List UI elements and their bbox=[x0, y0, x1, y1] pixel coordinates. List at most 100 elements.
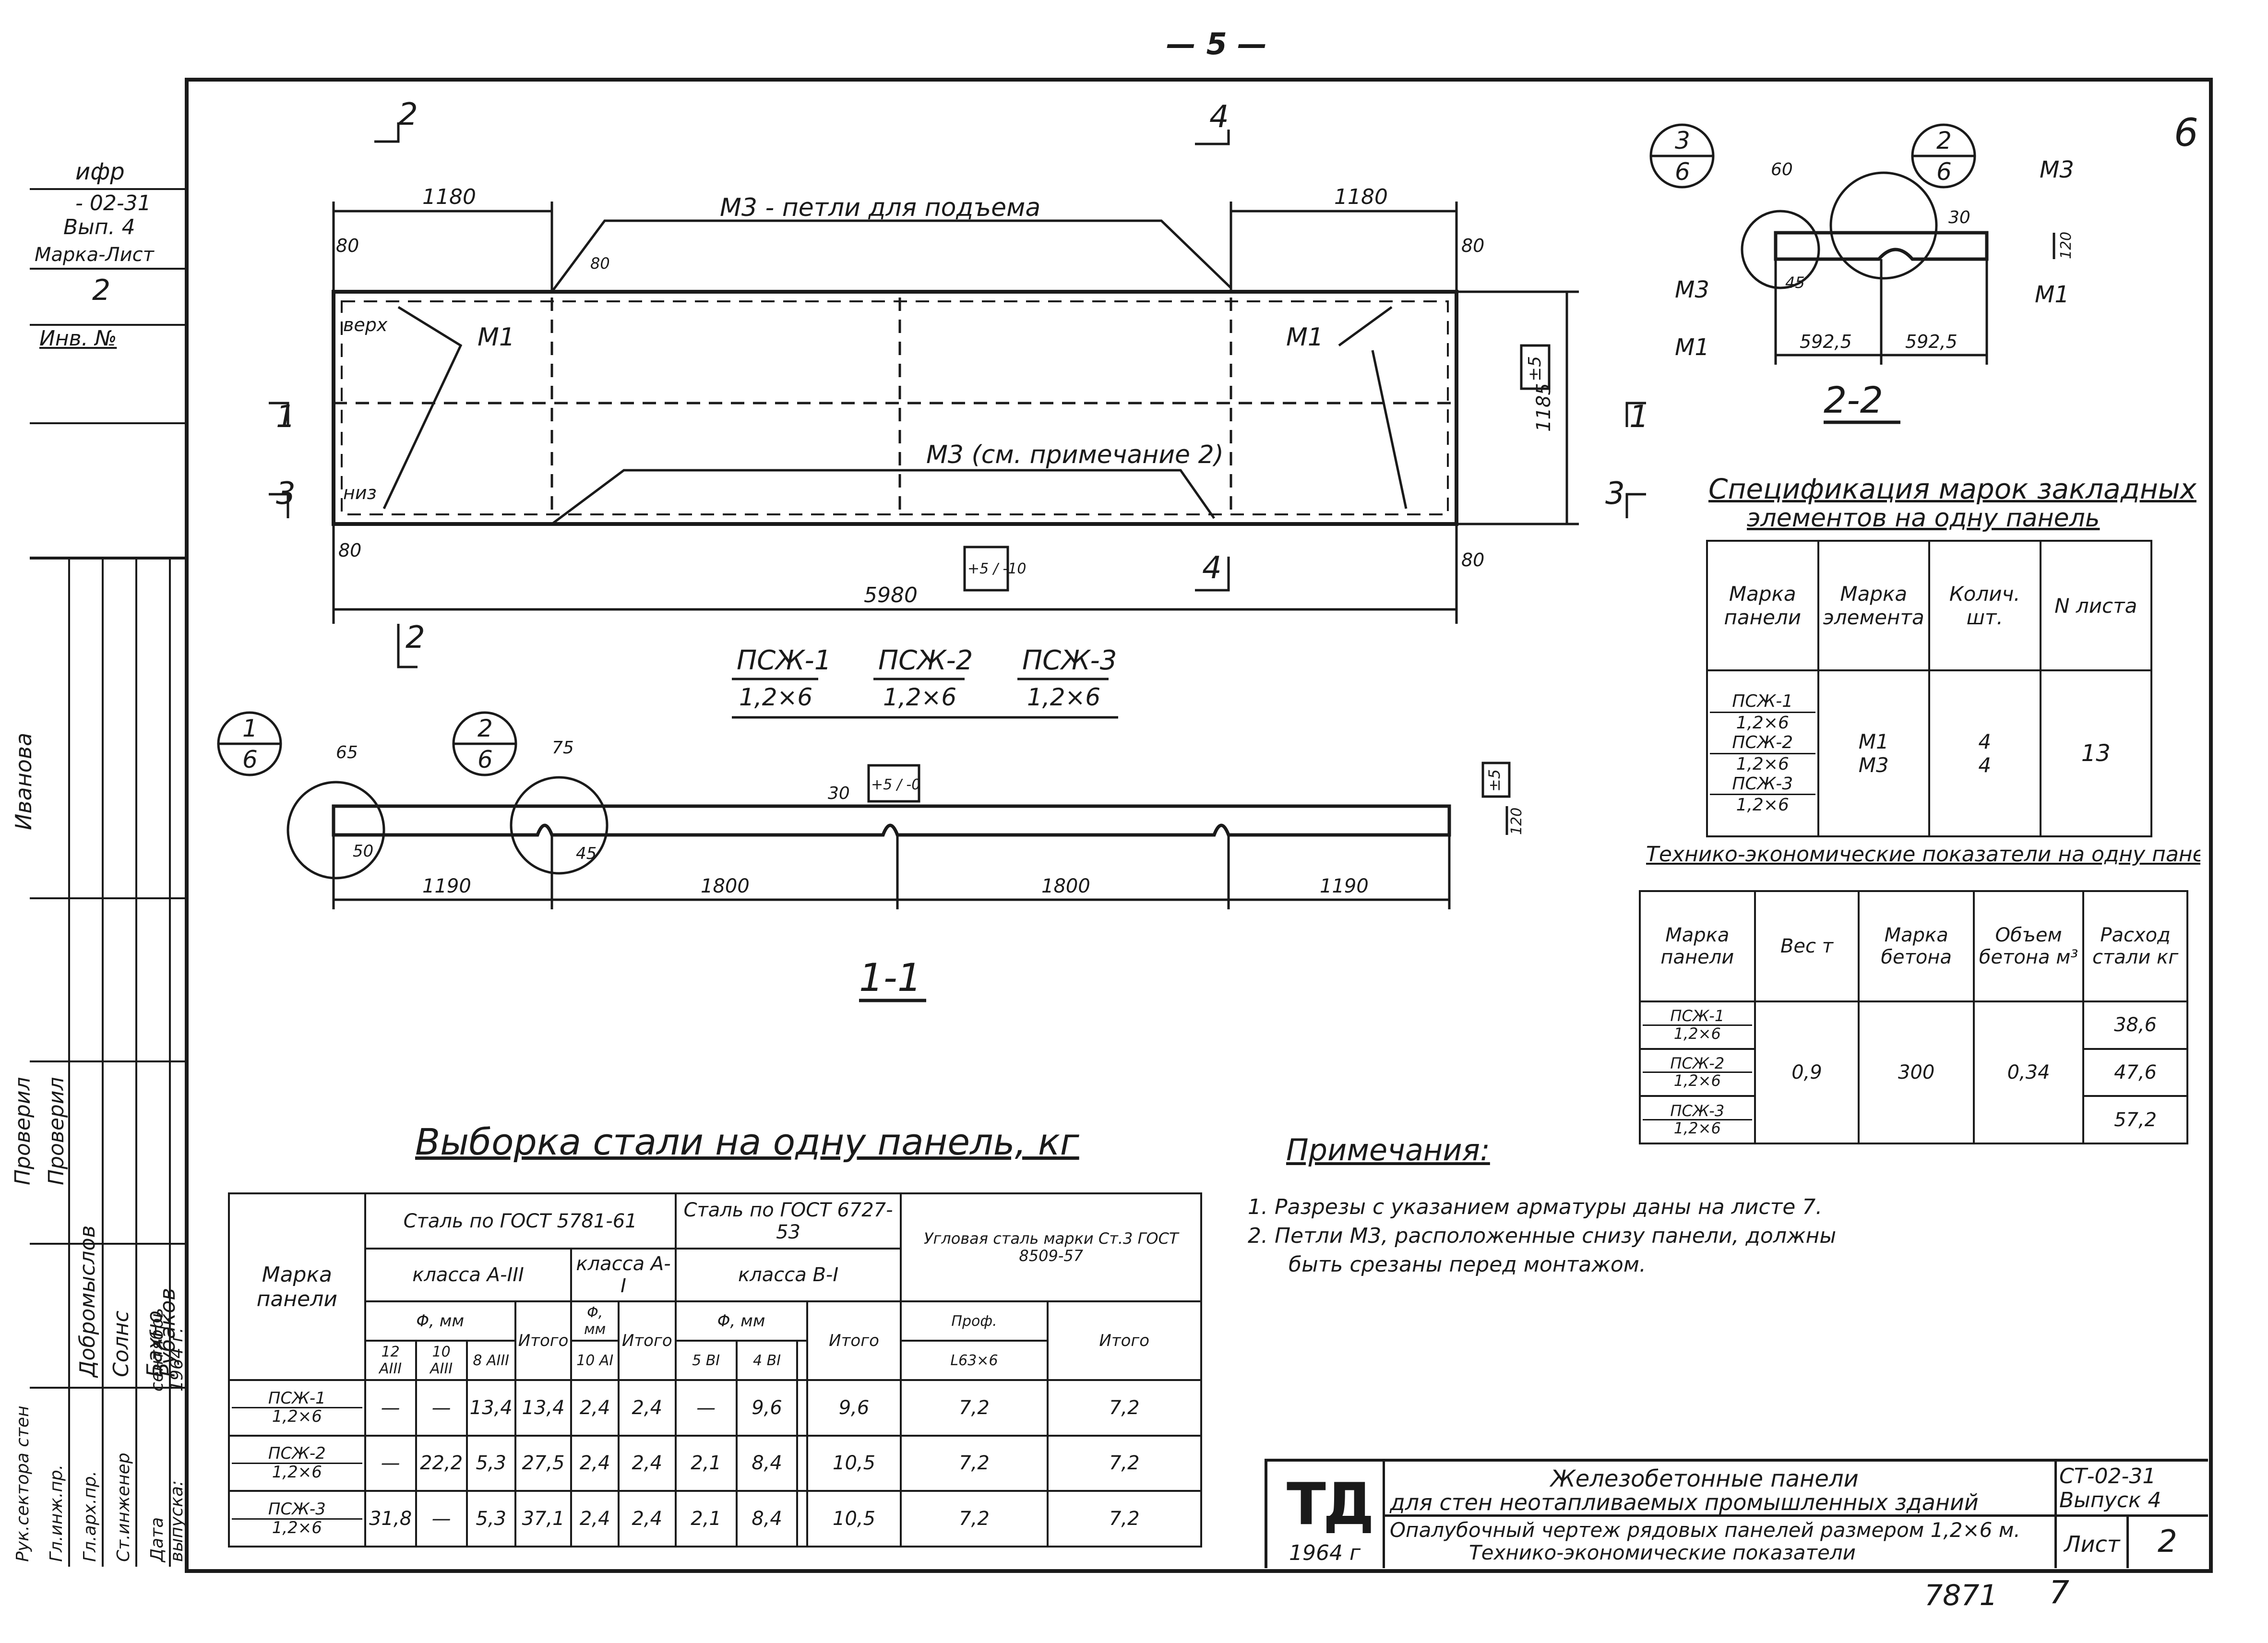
steel-cell: 2,4 bbox=[570, 1490, 620, 1548]
section-mark-4-top bbox=[1195, 130, 1230, 145]
steel-cell: — bbox=[364, 1434, 417, 1492]
steel-cell: 2,4 bbox=[617, 1490, 677, 1548]
tech-header: Расход стали кг bbox=[2082, 890, 2188, 1002]
tech-header: Объем бетона м³ bbox=[1972, 890, 2085, 1002]
steel-cell: 13,4 bbox=[466, 1379, 516, 1437]
panel-mark-1: ПСЖ-1 bbox=[737, 645, 831, 676]
section-2-top: 2 bbox=[398, 97, 418, 132]
page-number: — 5 — bbox=[1166, 26, 1267, 61]
spec-panels: ПСЖ-1 1,2×6 ПСЖ-2 1,2×6 ПСЖ-3 1,2×6 bbox=[1706, 669, 1819, 837]
steel-h-gost2: Сталь по ГОСТ 6727-53 bbox=[674, 1192, 902, 1250]
section-22-profile bbox=[1774, 231, 1989, 261]
tb-hline bbox=[1383, 1514, 2208, 1517]
dim-top-left: 1180 bbox=[422, 185, 476, 209]
dim-80-tl: 80 bbox=[336, 235, 359, 256]
steel-row-mark-1: ПСЖ-1 bbox=[232, 1390, 362, 1409]
tech-panel-size: 1,2×6 bbox=[1673, 1072, 1721, 1090]
spec-header: Колич. шт. bbox=[1928, 540, 2041, 671]
dim-75: 75 bbox=[552, 738, 574, 758]
steel-sub: 8 АIII bbox=[466, 1340, 516, 1381]
stamp-line bbox=[30, 1243, 185, 1245]
tol-height: ±5 bbox=[1525, 356, 1545, 381]
steel-cell: 9,6 bbox=[806, 1379, 902, 1437]
steel-sub: 10 АIII bbox=[415, 1340, 468, 1381]
panel-size-3: 1,2×6 bbox=[1027, 683, 1100, 711]
dim-80-bl: 80 bbox=[338, 540, 361, 561]
steel-cell: 7,2 bbox=[1046, 1490, 1203, 1548]
steel-row-mark-1: ПСЖ-2 bbox=[232, 1445, 362, 1464]
section-3-right: 3 bbox=[1605, 476, 1625, 512]
section-4-top: 4 bbox=[1209, 99, 1229, 135]
steel-cell: 5,3 bbox=[466, 1490, 516, 1548]
spec-panel-size: 1,2×6 bbox=[1736, 795, 1789, 815]
tech-steel: 38,6 bbox=[2082, 1000, 2188, 1050]
tol-box-thick bbox=[867, 764, 920, 803]
spec-panel-mark: ПСЖ-2 bbox=[1710, 733, 1815, 754]
section-mark-3-left bbox=[269, 493, 289, 518]
s22-dim-60: 60 bbox=[1771, 160, 1793, 179]
dim-50: 50 bbox=[353, 842, 373, 861]
archive-number: 7871 bbox=[1924, 1579, 1998, 1612]
steel-cell: 27,5 bbox=[514, 1434, 573, 1492]
section-22-title: 2-2 bbox=[1824, 379, 1883, 421]
steel-cell: — bbox=[364, 1379, 417, 1437]
callout-3-top: 3 bbox=[1675, 127, 1690, 155]
notes-title: Примечания: bbox=[1286, 1132, 1490, 1167]
detail-circle-3 bbox=[1741, 210, 1820, 289]
tech-steel: 57,2 bbox=[2082, 1095, 2188, 1144]
steel-h-phi: Φ, мм bbox=[570, 1300, 620, 1342]
stamp-line bbox=[30, 1387, 185, 1389]
tb-series: СТ-02-31 bbox=[2059, 1464, 2156, 1488]
s22-m1-right: М1 bbox=[2035, 281, 2069, 308]
label-m1-right: М1 bbox=[1286, 323, 1324, 352]
steel-cell bbox=[796, 1434, 808, 1492]
archive-number-2: 7 bbox=[2049, 1574, 2069, 1611]
sheet-corner-number: 6 bbox=[2174, 110, 2198, 155]
panel-plan-inner bbox=[341, 300, 1449, 515]
section-1-left: 1 bbox=[276, 399, 296, 435]
stamp-line bbox=[30, 268, 185, 270]
steel-sub: 5 ВI bbox=[674, 1340, 738, 1381]
steel-cell: 9,6 bbox=[735, 1379, 799, 1437]
spec-panel-size: 1,2×6 bbox=[1736, 754, 1789, 774]
steel-cell bbox=[796, 1490, 808, 1548]
steel-cell: 13,4 bbox=[514, 1379, 573, 1437]
callout-2-bottom: 6 bbox=[477, 746, 493, 774]
tol-box-height bbox=[1520, 344, 1551, 390]
drawing-frame bbox=[185, 78, 2213, 1573]
m1-leader-left bbox=[382, 306, 463, 510]
stamp-line bbox=[30, 1060, 185, 1062]
section-3-left: 3 bbox=[276, 476, 296, 512]
dim-seg-4: 1190 bbox=[1320, 875, 1369, 897]
panel-mark-2: ПСЖ-2 bbox=[878, 645, 973, 676]
tb-sheet-num: 2 bbox=[2158, 1524, 2177, 1560]
callout-2-top: 2 bbox=[477, 714, 493, 742]
steel-h-class2: класса А-I bbox=[570, 1248, 677, 1302]
callout-2b-bottom: 6 bbox=[1936, 158, 1952, 186]
stamp-line bbox=[30, 188, 185, 190]
tech-panel-size: 1,2×6 bbox=[1673, 1024, 1721, 1043]
dim-80-tr: 80 bbox=[1461, 235, 1484, 256]
steel-h-class1: класса А-III bbox=[364, 1248, 573, 1302]
section-mark-1-right bbox=[1625, 402, 1646, 427]
m1-leader-right-2 bbox=[1338, 306, 1393, 347]
detail-circle-2 bbox=[510, 776, 609, 875]
tech-header: Марка панели bbox=[1639, 890, 1756, 1002]
stamp-issue: Вып. 4 bbox=[63, 215, 135, 239]
spec-title-2: элементов на одну панель bbox=[1747, 504, 2100, 533]
steel-cell: — bbox=[415, 1379, 468, 1437]
steel-cell: — bbox=[674, 1379, 738, 1437]
section-mark-3-right bbox=[1625, 493, 1646, 518]
s22-m3-right: М3 bbox=[2040, 156, 2074, 183]
steel-cell: 10,5 bbox=[806, 1490, 902, 1548]
steel-cell: 2,4 bbox=[570, 1434, 620, 1492]
dim-30: 30 bbox=[828, 784, 850, 803]
steel-sub: 12 АIII bbox=[364, 1340, 417, 1381]
section-mark-2-top bbox=[374, 122, 400, 143]
tech-panel-mark: ПСЖ-3 bbox=[1643, 1103, 1752, 1121]
s22-dim-120: 120 bbox=[2058, 232, 2075, 259]
spec-header: N листа bbox=[2039, 540, 2152, 671]
stamp-line bbox=[30, 324, 185, 326]
